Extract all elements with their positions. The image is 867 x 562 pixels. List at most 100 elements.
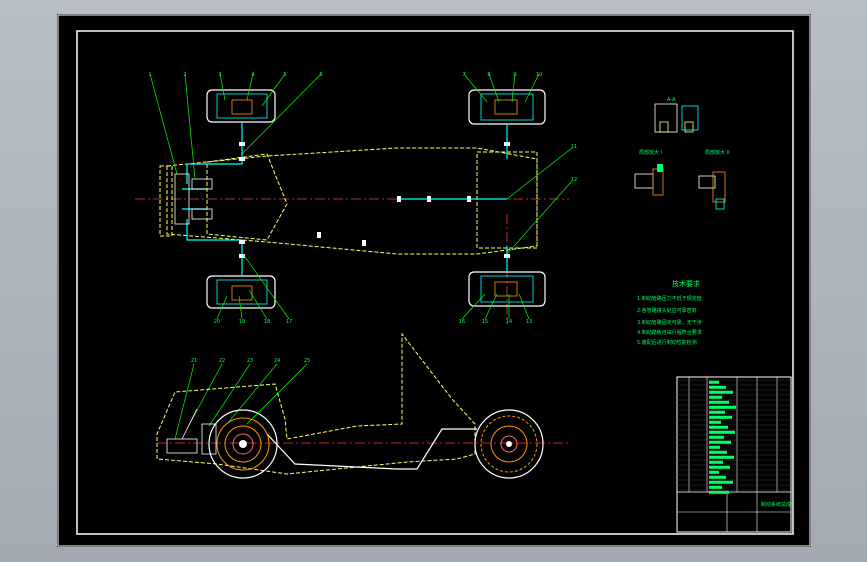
tech-req-line: 4.制动踏板自由行程符合要求 [637,329,702,336]
part-balloon: 22 [219,358,225,364]
balloon-label: 5 [283,72,286,78]
detail-view-2 [698,171,726,210]
part-balloon: 7 [462,72,465,78]
balloon-label: 10 [536,72,542,78]
table-row-text-mark [709,395,722,399]
table-row-text-mark [709,450,727,454]
title-block-label: 制动系统总成 [761,501,791,508]
balloon-label: 14 [506,319,512,325]
part-balloon: 3 [218,72,221,78]
balloon-label: 3 [218,72,221,78]
pipe-fittings [239,142,510,258]
table-row-text-mark [709,470,719,474]
tech-req-line: 2.各管路接头处应可靠密封 [637,307,697,314]
balloon-label: 1 [148,72,151,78]
rear-left-wheel [468,89,546,125]
part-balloon: 23 [247,358,253,364]
balloon-label: 8 [487,72,490,78]
part-balloon: 18 [264,319,270,325]
table-row-text-mark [709,385,726,389]
front-left-wheel [206,89,276,123]
part-balloon: 21 [191,358,197,364]
table-row-text-mark [709,485,722,489]
outer-frame [57,14,811,547]
part-balloon: 12 [571,177,577,183]
section-label-detail-1: 局部放大 I [639,149,662,156]
table-row-text-mark [709,400,729,404]
balloon-label: 11 [571,144,577,150]
master-cylinder [174,173,213,225]
inner-frame [76,30,794,535]
section-detail-aa [654,103,699,133]
tech-req-line: 5.装配后进行制动性能检测 [637,339,697,346]
cad-drawing: A-A 局部放大 I 局部放大 II 技术要求 1.制动管路压力不低于规定值 2… [57,14,811,547]
part-balloon: 1 [148,72,151,78]
front-wheel-side [208,409,278,479]
tech-req-line: 3.制动管路固定可靠，无干涉 [637,319,702,326]
drawing-sheet: A-A 局部放大 I 局部放大 II 技术要求 1.制动管路压力不低于规定值 2… [57,14,811,547]
balloon-label: 6 [319,72,322,78]
table-row-text-mark [709,410,725,414]
rear-wheel-side [474,409,544,479]
part-balloon: 24 [274,358,280,364]
leaders [149,73,573,440]
part-balloon: 13 [526,319,532,325]
balloon-label: 2 [183,72,186,78]
balloon-label: 16 [459,319,465,325]
table-row-text-mark [709,380,719,384]
balloon-label: 25 [304,358,310,364]
balloon-label: 18 [264,319,270,325]
balloon-label: 17 [286,319,292,325]
part-balloon: 14 [506,319,512,325]
part-balloon: 10 [536,72,542,78]
part-balloon: 17 [286,319,292,325]
front-right-wheel [206,275,276,309]
part-balloon: 25 [304,358,310,364]
balloon-label: 15 [482,319,488,325]
balloon-label: 13 [526,319,532,325]
parts-list-rows [677,379,791,494]
table-row-text-mark [709,390,733,394]
pedal-assembly-side [166,408,217,455]
part-balloon: 2 [183,72,186,78]
balloon-label: 22 [219,358,225,364]
table-row-text-mark [709,420,721,424]
table-row-text-mark [709,475,726,479]
table-row-text-mark [709,460,723,464]
section-label-aa: A-A [667,97,676,103]
balloon-label: 20 [214,319,220,325]
table-row-text-mark [709,440,731,444]
table-row-text-mark [709,430,735,434]
chassis-side-view [156,332,476,475]
balloon-label: 7 [462,72,465,78]
table-row-text-mark [709,435,724,439]
chassis-tube-side [266,428,477,470]
tech-req-lines: 1.制动管路压力不低于规定值 2.各管路接头处应可靠密封 3.制动管路固定可靠，… [637,295,702,346]
balloon-label: 21 [191,358,197,364]
table-row-text-mark [709,415,732,419]
part-balloon: 20 [214,319,220,325]
balloon-label: 24 [274,358,280,364]
balloon-label: 12 [571,177,577,183]
part-balloon: 6 [319,72,322,78]
balloon-label: 9 [513,72,516,78]
detail-view-1 [634,164,664,196]
balloon-label: 4 [251,72,254,78]
part-balloon: 8 [487,72,490,78]
section-label-detail-2: 局部放大 II [705,149,730,156]
balloon-label: 23 [247,358,253,364]
parts-list-table [676,376,792,533]
table-row-text-mark [709,425,728,429]
table-row-text-mark [709,480,733,484]
table-row-text-mark [709,405,736,409]
part-balloon: 5 [283,72,286,78]
table-row-text-mark [709,455,734,459]
part-balloon: 4 [251,72,254,78]
table-row-text-mark [709,490,729,494]
tech-req-title: 技术要求 [672,279,700,288]
table-row-text-mark [709,445,720,449]
tech-req-line: 1.制动管路压力不低于规定值 [637,295,702,302]
part-balloon: 9 [513,72,516,78]
part-balloon: 19 [239,319,245,325]
